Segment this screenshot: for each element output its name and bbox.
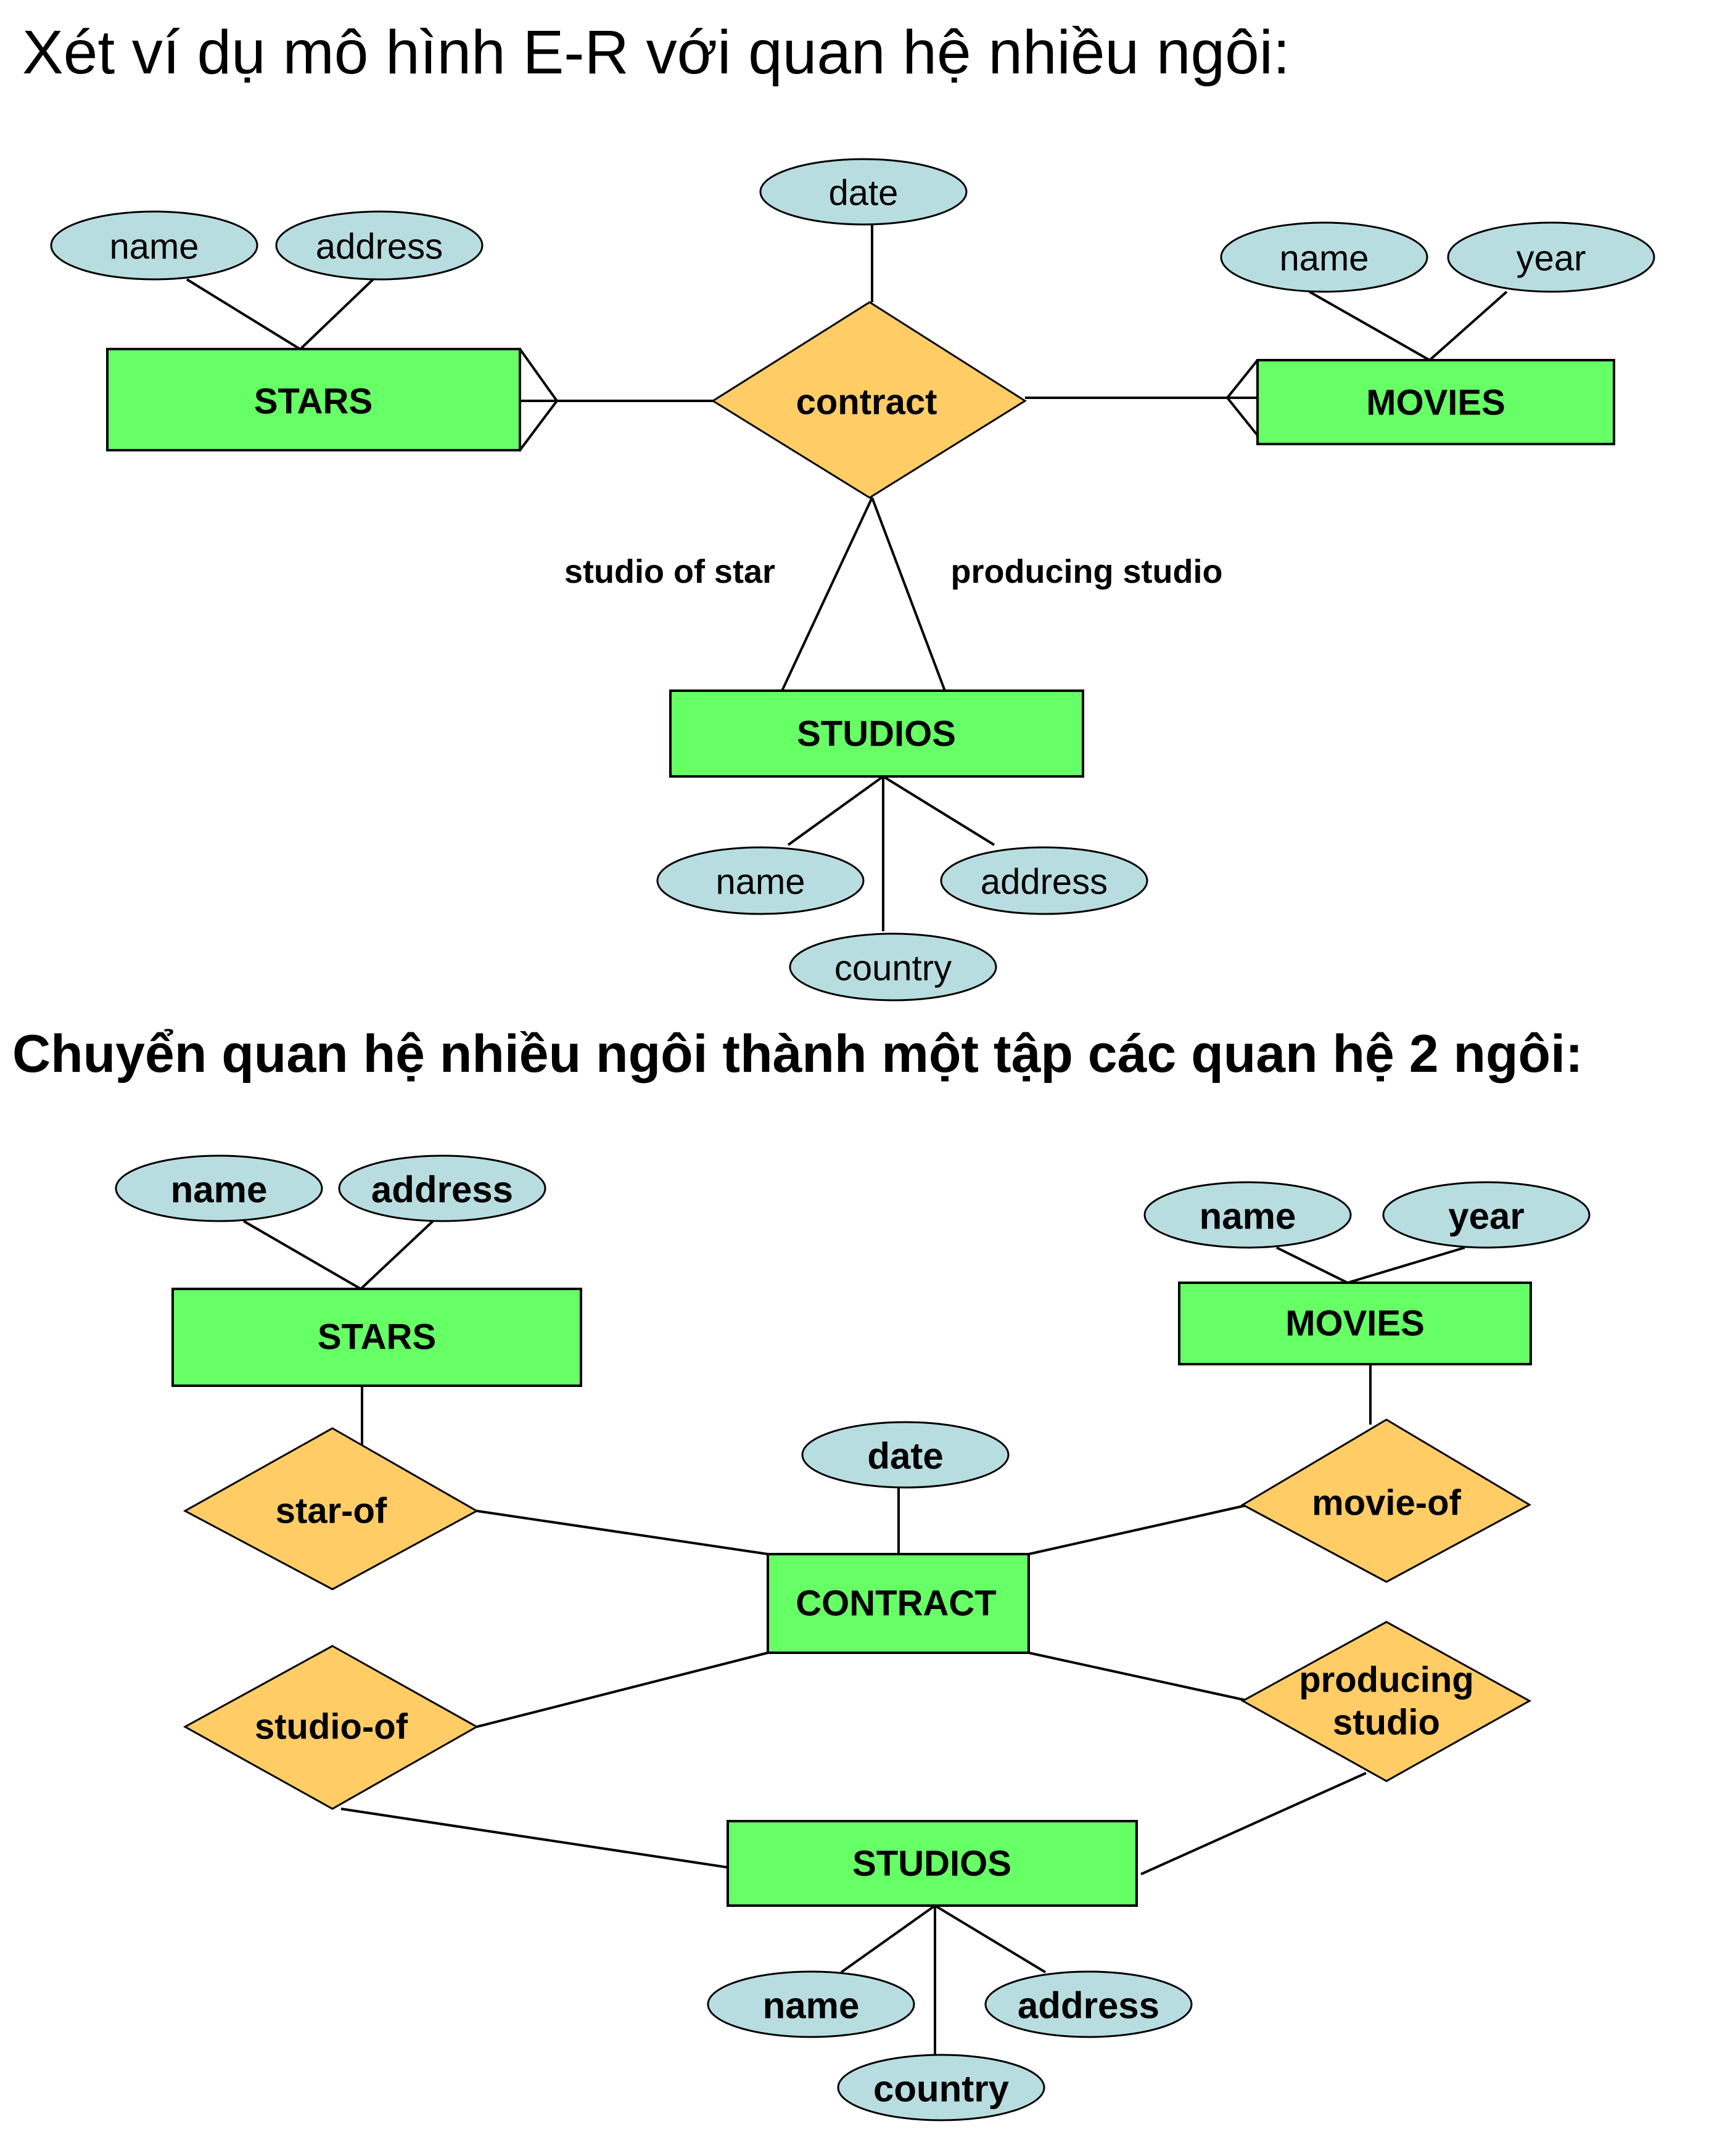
producing-studios-link xyxy=(1140,1772,1367,1875)
movies-crows-foot xyxy=(1226,359,1259,437)
stars-entity: STARS xyxy=(106,348,521,451)
svg-text:country: country xyxy=(873,2068,1010,2110)
studios-country-attribute: country xyxy=(789,932,997,1002)
diagram1-connectors xyxy=(186,224,1508,931)
contract-relationship: contract xyxy=(711,301,1027,499)
movieof-contract-link xyxy=(1028,1504,1250,1555)
movies-name-attribute: name xyxy=(1220,221,1428,293)
svg-text:studio: studio xyxy=(1333,1703,1440,1743)
svg-text:date: date xyxy=(867,1436,943,1477)
svg-text:year: year xyxy=(1517,239,1586,279)
movies-year-link xyxy=(1347,1246,1465,1284)
stars-name-attribute: name xyxy=(50,210,258,281)
svg-text:name: name xyxy=(1200,1196,1296,1237)
studios-name-link xyxy=(840,1904,936,1973)
page-subtitle: Chuyển quan hệ nhiều ngôi thành một tập … xyxy=(12,1024,1583,1084)
stars-address-link xyxy=(299,278,374,351)
svg-text:name: name xyxy=(763,1985,860,2026)
diagram-binary: name address name year date name xyxy=(115,1154,1591,2121)
svg-text:producing: producing xyxy=(1299,1660,1474,1700)
role-studio-of-star: studio of star xyxy=(564,553,775,590)
movies-name-link xyxy=(1276,1246,1348,1284)
svg-text:address: address xyxy=(371,1169,513,1211)
svg-text:STUDIOS: STUDIOS xyxy=(797,714,956,754)
star-of-relationship: star-of xyxy=(183,1427,479,1590)
studios-address-attribute: address xyxy=(940,846,1148,915)
studios-address-attribute: address xyxy=(984,1970,1193,2038)
svg-text:name: name xyxy=(1279,239,1369,279)
contract-date-attribute: date xyxy=(801,1421,1010,1489)
studio-of-relationship: studio-of xyxy=(183,1645,479,1810)
svg-text:name: name xyxy=(171,1169,268,1211)
starof-contract-link xyxy=(476,1510,768,1555)
stars-crows-foot xyxy=(519,348,558,451)
movies-name-attribute: name xyxy=(1143,1181,1352,1249)
diagram2-connectors xyxy=(242,1220,1465,2060)
svg-text:star-of: star-of xyxy=(276,1491,387,1531)
movies-year-link xyxy=(1428,290,1508,361)
svg-text:address: address xyxy=(1018,1985,1159,2026)
studioof-studios-link xyxy=(340,1808,728,1869)
svg-text:STARS: STARS xyxy=(254,382,373,422)
movies-year-attribute: year xyxy=(1447,221,1655,293)
movies-year-attribute: year xyxy=(1382,1181,1591,1249)
stars-name-attribute: name xyxy=(115,1154,323,1222)
svg-text:name: name xyxy=(109,227,199,267)
stars-address-link xyxy=(360,1220,434,1290)
svg-text:contract: contract xyxy=(796,382,937,422)
movie-of-relationship: movie-of xyxy=(1240,1418,1532,1583)
svg-text:CONTRACT: CONTRACT xyxy=(796,1584,996,1624)
contract-producing-studio-link xyxy=(871,497,946,691)
movies-name-link xyxy=(1309,290,1430,361)
svg-text:STARS: STARS xyxy=(318,1317,436,1357)
svg-text:date: date xyxy=(829,173,899,213)
studios-address-link xyxy=(934,1904,1047,1973)
studios-name-link xyxy=(787,775,884,846)
studios-country-attribute: country xyxy=(837,2054,1045,2121)
svg-text:country: country xyxy=(834,948,952,989)
svg-text:name: name xyxy=(715,862,805,902)
diagram-multiway: name address date name year name xyxy=(50,158,1655,1002)
producing-studio-relationship: producing studio xyxy=(1240,1621,1532,1782)
contract-date-attribute: date xyxy=(759,158,968,226)
studios-address-link xyxy=(882,775,995,846)
svg-text:movie-of: movie-of xyxy=(1312,1483,1461,1523)
svg-text:MOVIES: MOVIES xyxy=(1285,1304,1425,1344)
producing-contract-link xyxy=(1028,1652,1250,1702)
svg-text:year: year xyxy=(1448,1196,1524,1237)
role-producing-studio: producing studio xyxy=(951,553,1223,590)
movies-entity: MOVIES xyxy=(1256,359,1615,445)
studios-name-attribute: name xyxy=(656,846,865,915)
svg-text:address: address xyxy=(316,227,443,267)
movies-entity: MOVIES xyxy=(1178,1282,1532,1365)
svg-text:STUDIOS: STUDIOS xyxy=(852,1844,1011,1884)
contract-entity: CONTRACT xyxy=(767,1553,1030,1654)
svg-text:address: address xyxy=(981,862,1108,902)
page-title: Xét ví dụ mô hình E-R với quan hệ nhiều … xyxy=(22,18,1290,87)
stars-address-attribute: address xyxy=(338,1154,546,1222)
studios-entity: STUDIOS xyxy=(727,1820,1138,1907)
studios-name-attribute: name xyxy=(707,1970,915,2038)
studioof-contract-link xyxy=(476,1652,768,1728)
stars-entity: STARS xyxy=(171,1288,582,1387)
contract-studio-of-star-link xyxy=(781,497,873,691)
stars-name-link xyxy=(186,278,302,351)
studios-entity: STUDIOS xyxy=(669,689,1084,778)
stars-address-attribute: address xyxy=(275,210,484,281)
svg-text:MOVIES: MOVIES xyxy=(1366,383,1505,423)
svg-text:studio-of: studio-of xyxy=(255,1707,408,1747)
stars-name-link xyxy=(242,1220,362,1290)
